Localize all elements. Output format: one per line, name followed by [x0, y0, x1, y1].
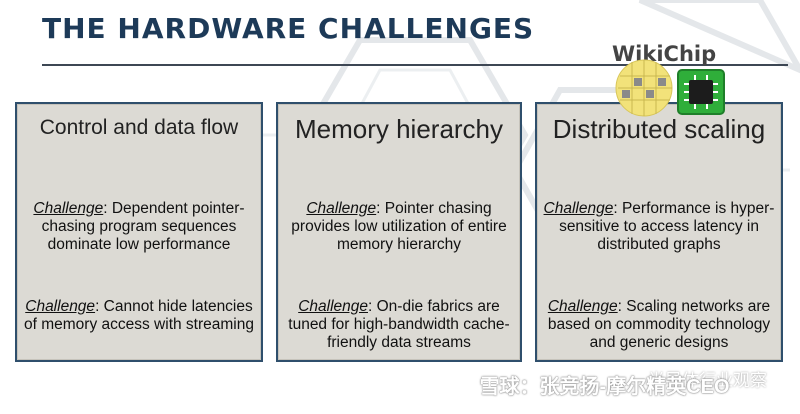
- watermark-secondary: 半导体行业观察: [648, 371, 767, 390]
- challenge-label: Challenge: [298, 298, 368, 315]
- page-title: THE HARDWARE CHALLENGES: [42, 12, 535, 45]
- challenge-label: Challenge: [547, 298, 618, 315]
- challenge-text: Challenge: Scaling networks are based on…: [543, 298, 775, 352]
- challenge-body: : Pointer chasing provides low utilizati…: [291, 200, 507, 253]
- watermark-xueqiu: 雪球：张竞扬-摩尔精英CEO: [456, 370, 730, 399]
- logo-text: WikiChip: [612, 42, 717, 66]
- card-heading: Control and data flow: [39, 116, 239, 139]
- card-memory-hierarchy: Memory hierarchy Challenge: Pointer chas…: [276, 102, 522, 362]
- challenge-label: Challenge: [306, 200, 377, 217]
- challenge-body: : On-die fabrics are tuned for high-band…: [288, 298, 510, 351]
- snowball-icon: [457, 378, 473, 394]
- card-heading: Distributed scaling: [552, 114, 766, 144]
- watermark-primary: 雪球：张竞扬-摩尔精英CEO: [479, 376, 730, 398]
- wafer-chip-icon: [615, 59, 725, 117]
- watermark-wechat: 半导体行业观察: [648, 366, 767, 391]
- card-control-data-flow: Control and data flow Challenge: Depende…: [15, 102, 263, 362]
- wikichip-logo: WikiChip: [610, 38, 730, 118]
- card-heading: Memory hierarchy: [294, 114, 504, 144]
- card-distributed-scaling: Distributed scaling Challenge: Performan…: [535, 102, 783, 362]
- challenge-text: Challenge: Pointer chasing provides low …: [284, 200, 514, 254]
- challenge-text: Challenge: Cannot hide latencies of memo…: [23, 298, 255, 334]
- challenge-text: Challenge: Performance is hyper-sensitiv…: [543, 200, 775, 254]
- challenge-body: : Performance is hyper-sensitive to acce…: [559, 200, 775, 253]
- challenge-body: : Scaling networks are based on commodit…: [547, 298, 771, 351]
- challenge-body: : Dependent pointer-chasing program sequ…: [41, 200, 245, 253]
- challenge-label: Challenge: [25, 298, 96, 315]
- challenge-text: Challenge: On-die fabrics are tuned for …: [284, 298, 514, 352]
- challenge-text: Challenge: Dependent pointer-chasing pro…: [23, 200, 255, 254]
- challenge-body: : Cannot hide latencies of memory access…: [24, 298, 254, 333]
- challenge-label: Challenge: [543, 200, 614, 217]
- title-divider: [42, 64, 788, 66]
- challenge-label: Challenge: [33, 200, 104, 217]
